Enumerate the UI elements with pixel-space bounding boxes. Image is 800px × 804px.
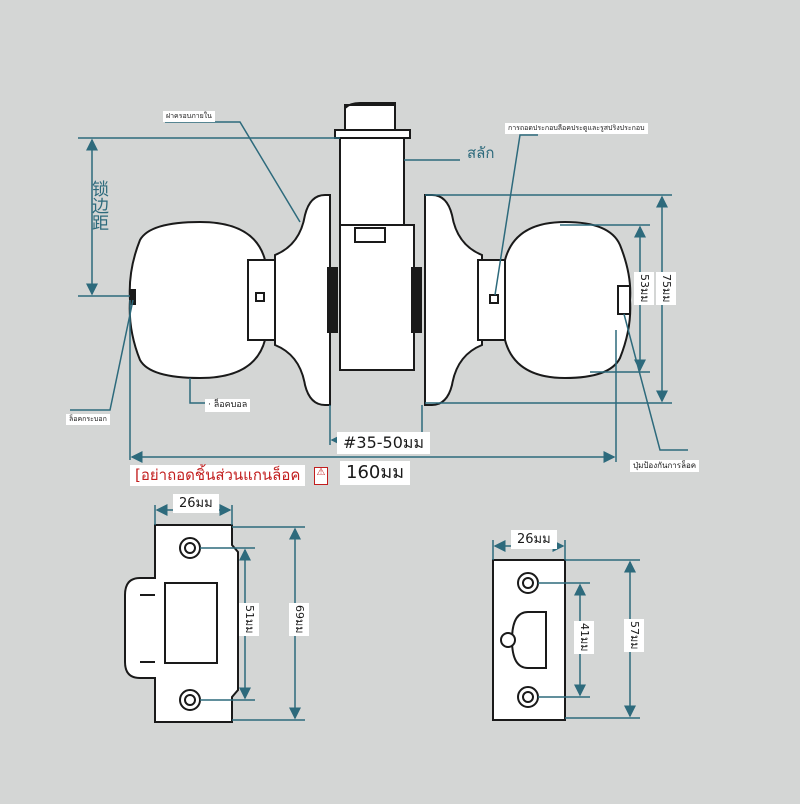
backset-side-label: 锁边距 [88,180,108,231]
left-knob [128,220,266,380]
strike-height-dimension: 69มม [289,603,309,636]
faceplate-label: ฝาครอบภายใน [163,111,215,122]
latch-plate-hole-spacing-dimension: 41มม [574,621,594,654]
latch-plate [492,559,566,721]
lock-hole-label: ล็อคกระบอก [66,414,110,425]
lockset-drawing [128,102,632,406]
knob-removal-label: การถอดประกอบลือคประตูและรูสปริงประกอบ [505,123,648,134]
door-thickness-dimension: #35-50มม [337,432,430,454]
right-knob [504,220,632,380]
latch-label: สลัก [467,144,495,162]
strike-plate [124,524,239,723]
strike-hole-spacing-dimension: 51มม [239,603,259,636]
warning-icon: ⚠ [314,467,328,485]
strike-width-dimension: 26มม [173,494,219,513]
privacy-button-label: ปุ่มป้องกันการล็อค [630,460,700,472]
privacy-button-shape [617,285,631,315]
left-rose [274,194,331,406]
warning-text: [อย่าถอดชิ้นส่วนแกนล็อค [130,465,306,486]
knob-53-dimension: 53มม [634,272,654,305]
right-rose [424,194,483,406]
total-length-dimension: 160มม [340,461,411,485]
ball-knob-label: · ล็อคบอล [205,399,251,412]
latch-plate-height-dimension: 57มม [624,619,644,652]
knob-75-dimension: 75มม [656,272,676,305]
latch-body [339,224,415,371]
latch-plate-width-dimension: 26มม [511,530,557,549]
